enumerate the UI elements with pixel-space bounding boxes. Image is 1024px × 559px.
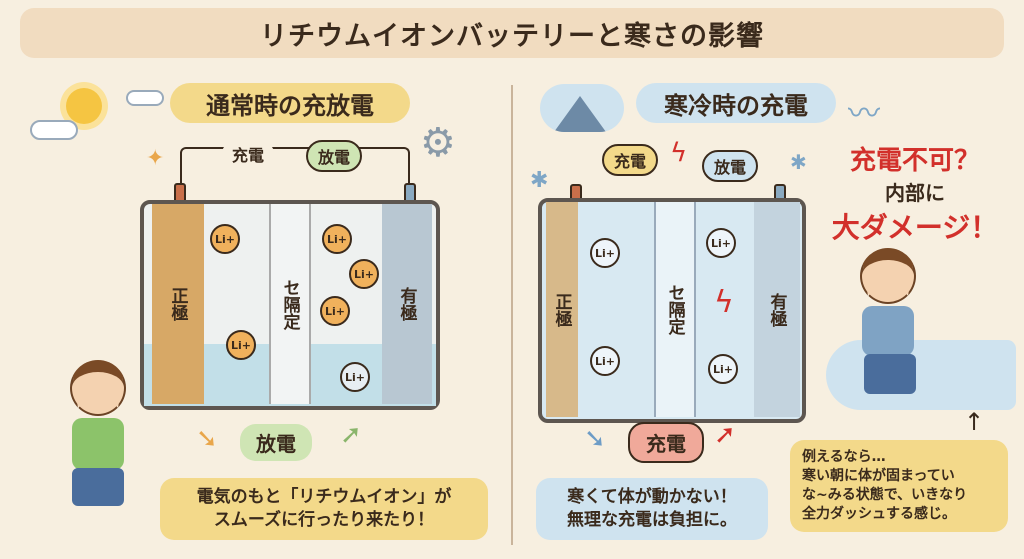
page-title: リチウムイオンバッテリーと寒さの影響 [20,8,1004,58]
ice-ground [826,340,1016,410]
frozen-battery: 正極 セ隔定 有極 Li+ Li+ Li+ Li+ ϟ [538,198,806,423]
left-heading: 通常時の充放電 [170,83,410,123]
warning-line: 内部に [885,181,945,205]
example-bubble: 例えるなら… 寒い朝に体が固まってい な~みる状態で、いきなり 全力ダッシュする… [790,440,1008,532]
caption-line: 電気のもと「リチウムイオン」が [196,487,452,507]
positive-electrode: 正極 [152,204,204,404]
arrow-icon: ➚ [340,420,362,450]
separator: セ隔定 [269,204,311,404]
normal-battery: 正極 セ隔定 有極 Li+ Li+ Li+ Li+ Li+ Li+ [140,200,440,410]
arrow-icon: ➚ [714,420,736,450]
charge-label: 充電 [222,140,275,168]
lithium-ion: Li+ [226,330,256,360]
lithium-ion: Li+ [320,296,350,326]
separator: セ隔定 [654,202,696,417]
damage-warning: 充電不可？ 内部に 大ダメージ！ [820,140,1010,246]
cloud-icon [30,120,78,140]
caption-line: スムーズに行ったり来たり！ [213,509,435,530]
gear-icon: ⚙ [420,120,456,166]
lithium-ion: Li+ [708,354,738,384]
bottom-discharge-label: 放電 [240,424,312,461]
warning-line: 充電不可？ [849,146,980,176]
arrow-icon: ➘ [196,424,218,454]
warning-line: 大ダメージ！ [831,211,999,244]
cloud-icon [126,90,164,106]
snowflake-icon: ✱ [530,168,549,193]
lithium-ion: Li+ [340,362,370,392]
charge-label: 充電 [602,144,659,176]
sparkle-icon: ✦ [146,146,165,171]
snowflake-icon: ✱ [790,150,807,174]
lithium-ion: Li+ [210,224,240,254]
divider [511,85,513,545]
example-line: 寒い朝に体が固まってい [802,467,955,484]
negative-electrode: 有極 [382,204,432,404]
discharge-label: 放電 [306,140,363,172]
wind-icon: 〰 [848,94,881,132]
wire [180,147,410,185]
right-heading: 寒冷時の充電 [636,83,836,123]
lightning-icon: ϟ [670,138,688,168]
lithium-ion: Li+ [349,259,379,289]
lithium-ion: Li+ [322,224,352,254]
lithium-ion: Li+ [590,238,620,268]
discharge-label: 放電 [702,150,759,182]
example-line: な~みる状態で、いきなり [802,486,968,503]
lithium-ion: Li+ [590,346,620,376]
left-caption: 電気のもと「リチウムイオン」が スムーズに行ったり来たり！ [160,478,488,540]
arrow-icon: ➘ [584,424,606,454]
caption-line: 寒くて体が動かない！ [567,487,737,507]
running-boy-happy [50,360,140,510]
mountain-icon [540,84,624,132]
lithium-ion: Li+ [706,228,736,258]
caption-line: 無理な充電は負担に。 [567,509,737,530]
bottom-charge-label: 充電 [628,422,704,463]
example-line: 全力ダッシュする感じ。 [802,505,956,522]
negative-electrode: 有極 [754,202,800,417]
arrow-up-icon: ↑ [964,408,985,436]
lightning-icon: ϟ [714,285,734,320]
positive-electrode: 正極 [546,202,578,417]
sun-icon [66,88,102,124]
example-line: 例えるなら… [802,449,886,465]
right-caption: 寒くて体が動かない！ 無理な充電は負担に。 [536,478,768,540]
running-boy-cold [850,248,940,398]
